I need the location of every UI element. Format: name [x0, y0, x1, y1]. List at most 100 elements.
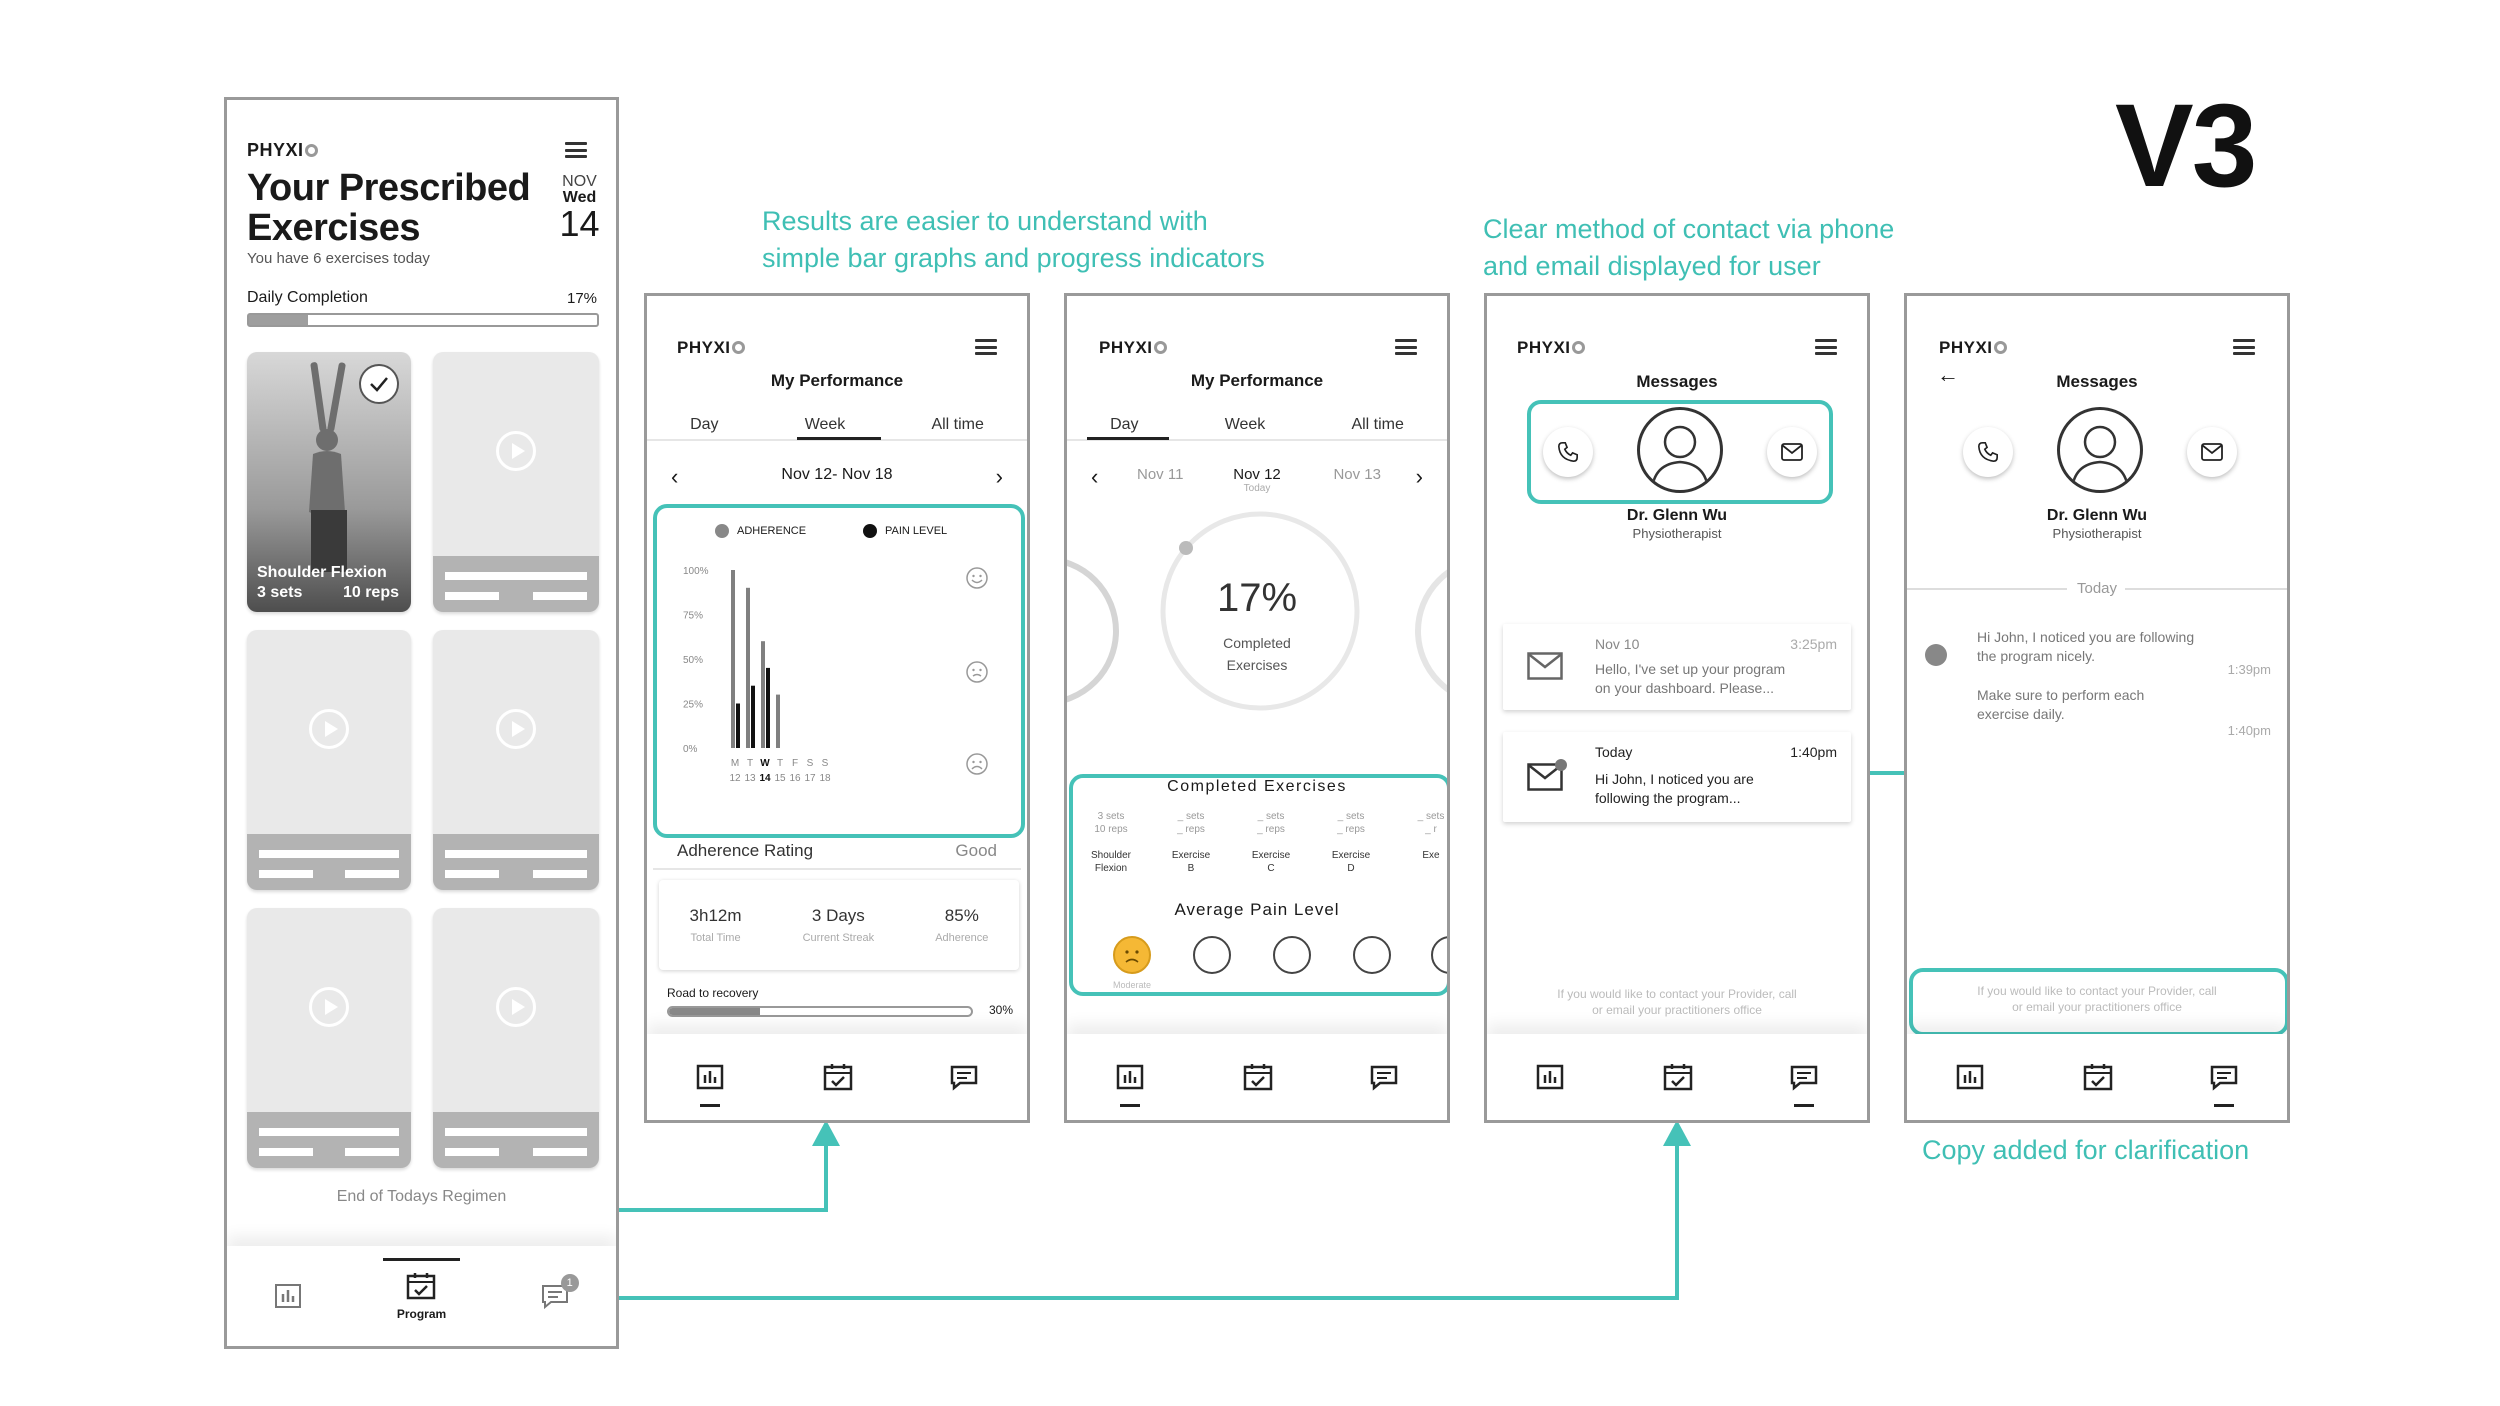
menu-icon[interactable] [975, 339, 997, 355]
exercise-card-placeholder[interactable] [433, 908, 599, 1168]
completed-label-line2: Exercises [1226, 657, 1288, 673]
check-icon [370, 377, 388, 392]
brand-text: PHYXI [247, 140, 304, 160]
call-button[interactable] [1543, 427, 1593, 477]
next-range-chevron-icon[interactable]: › [995, 464, 1003, 489]
tab-all-time[interactable]: All time [1351, 416, 1404, 433]
road-to-recovery-value: 30% [988, 1003, 1013, 1017]
nav-program-icon[interactable] [1243, 1063, 1273, 1091]
legend-label-pain: PAIN LEVEL [885, 525, 948, 537]
nav-performance-icon[interactable] [274, 1282, 302, 1310]
thread-message-2-time: 1:40pm [2227, 723, 2271, 738]
exercise-reps: 10 reps [1094, 824, 1128, 835]
tab-day[interactable]: Day [1110, 416, 1139, 433]
email-button[interactable] [2187, 427, 2237, 477]
bar-adherence [761, 641, 765, 748]
end-of-regimen-text: End of Todays Regimen [336, 1188, 507, 1205]
average-pain-header: Average Pain Level [1174, 900, 1340, 919]
screen-message-thread: PHYXI ← Messages Dr. Glenn Wu Physiother… [1904, 293, 2290, 1123]
page-title: My Performance [770, 371, 904, 390]
pain-level-empty-icon [1193, 936, 1231, 974]
bar-adherence [746, 587, 750, 748]
call-button[interactable] [1963, 427, 2013, 477]
nav-performance-icon[interactable] [1956, 1063, 1984, 1091]
doctor-role: Physiotherapist [2052, 526, 2142, 541]
date-next[interactable]: Nov 13 [1333, 466, 1381, 483]
exercise-card-placeholder[interactable] [247, 630, 411, 890]
message-preview-line1: Hello, I've set up your program [1595, 661, 1786, 677]
logo-circle-icon [731, 341, 745, 354]
menu-icon[interactable] [1395, 339, 1417, 355]
nav-messages-icon[interactable] [1370, 1063, 1398, 1091]
nav-performance-icon[interactable] [696, 1063, 724, 1107]
x-tick-day: S [807, 758, 814, 769]
doctor-name: Dr. Glenn Wu [2046, 507, 2148, 524]
tab-week[interactable]: Week [1224, 416, 1266, 433]
completed-label: Completed Exercises [1067, 632, 1447, 676]
play-icon [496, 708, 536, 749]
tab-day[interactable]: Day [690, 416, 719, 433]
nav-program-icon[interactable] [823, 1063, 853, 1091]
nav-program-icon[interactable] [1663, 1063, 1693, 1091]
message-preview-nov10[interactable]: Nov 10 3:25pm Hello, I've set up your pr… [1503, 624, 1851, 710]
tabs-divider [647, 439, 1027, 441]
brand-logo: PHYXI [247, 140, 318, 161]
message-preview-today[interactable]: Today 1:40pm Hi John, I noticed you are … [1503, 732, 1851, 822]
brand-logo: PHYXI [1099, 338, 1167, 358]
tab-all-time[interactable]: All time [931, 416, 984, 433]
date-month: NOV [562, 173, 597, 190]
menu-icon[interactable] [565, 142, 587, 158]
tab-week[interactable]: Week [804, 416, 846, 433]
x-tick-day: T [777, 758, 783, 769]
exercise-sets: _ sets [1177, 811, 1205, 822]
completed-check-badge [359, 364, 399, 404]
road-to-recovery-fill [669, 1008, 760, 1015]
person-icon [2070, 425, 2130, 490]
nav-messages-icon[interactable]: 1 [541, 1274, 579, 1310]
logo-circle-icon [1153, 341, 1167, 354]
exercise-card-shoulder-flexion[interactable]: Shoulder Flexion 3 sets 10 reps [247, 352, 411, 612]
date-prev[interactable]: Nov 11 [1137, 466, 1184, 483]
nav-program-icon[interactable] [2083, 1063, 2113, 1091]
pain-face-moderate-icon [1113, 936, 1151, 974]
x-tick-date: 12 [729, 773, 741, 784]
brand-logo: PHYXI [677, 338, 745, 358]
mail-icon [1781, 443, 1803, 461]
play-icon [309, 986, 349, 1027]
exercise-card-placeholder[interactable] [433, 352, 599, 612]
nav-messages-icon[interactable] [1790, 1063, 1818, 1107]
menu-icon[interactable] [1815, 339, 1837, 355]
prev-range-chevron-icon[interactable]: ‹ [671, 464, 679, 489]
exercise-card-placeholder[interactable] [433, 630, 599, 890]
back-arrow-icon[interactable]: ← [1937, 362, 1959, 387]
next-day-chevron-icon[interactable]: › [1415, 464, 1423, 489]
nav-messages-icon[interactable] [2210, 1063, 2238, 1107]
nav-performance-icon[interactable] [1116, 1063, 1144, 1107]
tab-day-underline [1087, 437, 1169, 440]
page-title-line1: Your Prescribed [247, 167, 531, 209]
exercise-name-line1: Exercise [1171, 850, 1211, 861]
bar-pain-level [736, 703, 740, 748]
day-divider-left [1907, 588, 2067, 590]
menu-icon[interactable] [2233, 339, 2255, 355]
date-weekday: Wed [562, 189, 597, 206]
daily-completion-value: 17% [567, 290, 598, 307]
phone-icon [1978, 442, 1998, 462]
annotation-contact-line1: Clear method of contact via phone [1483, 214, 1895, 244]
prev-day-chevron-icon[interactable]: ‹ [1091, 464, 1099, 489]
bottom-nav: Program 1 [227, 1246, 616, 1346]
exercise-name-line2: D [1347, 863, 1355, 874]
nav-program[interactable]: Program [382, 1257, 461, 1321]
nav-messages-icon[interactable] [950, 1063, 978, 1091]
mail-icon [2201, 443, 2223, 461]
y-tick-label: 100% [683, 566, 709, 577]
email-button[interactable] [1767, 427, 1817, 477]
arrowhead-performance [812, 1120, 840, 1146]
bottom-nav [1907, 1034, 2287, 1120]
legend-label-adherence: ADHERENCE [737, 525, 807, 537]
exercise-card-placeholder[interactable] [247, 908, 411, 1168]
nav-performance-icon[interactable] [1536, 1063, 1564, 1091]
